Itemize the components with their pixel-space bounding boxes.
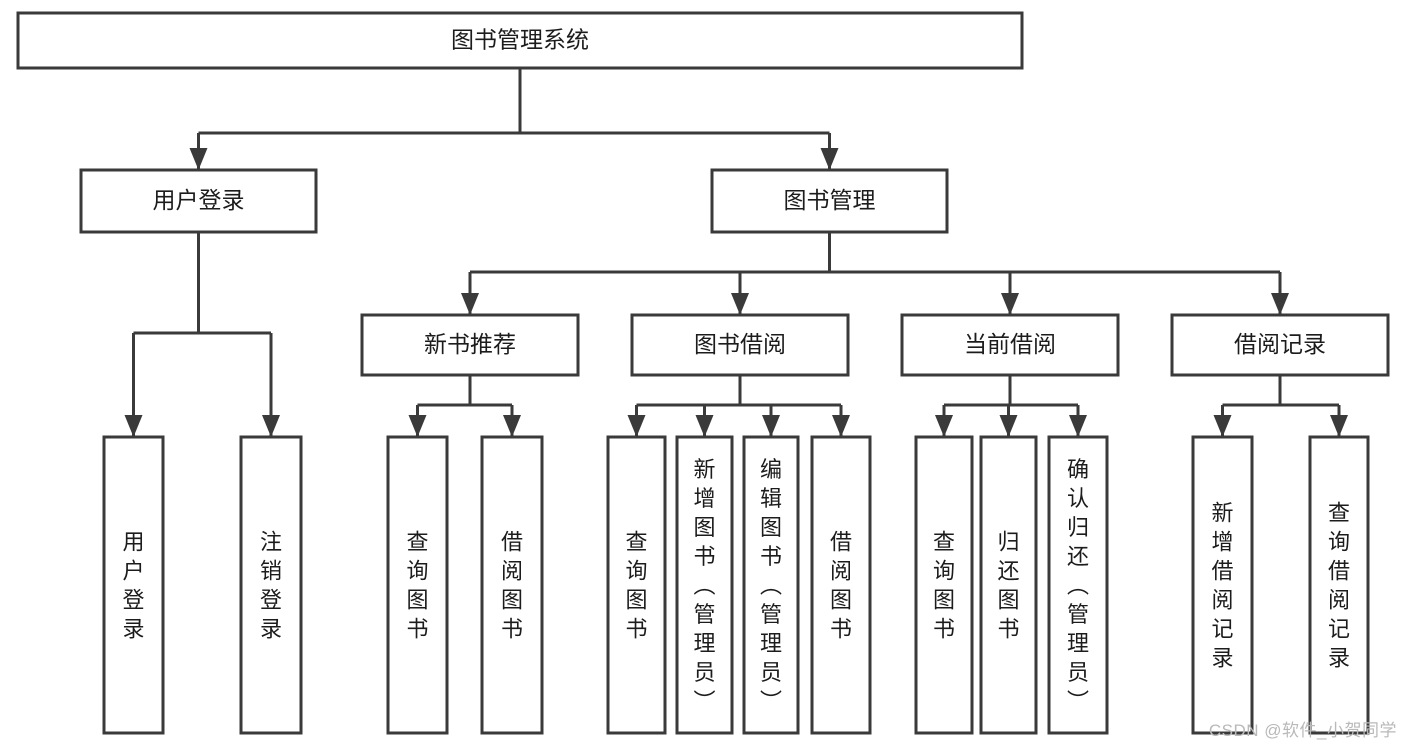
node-box[interactable] bbox=[102, 435, 165, 735]
node-label: 用户登录 bbox=[153, 187, 245, 213]
node-leaf_9[interactable]: 归还图书 bbox=[979, 435, 1038, 735]
arrow-head-icon bbox=[999, 415, 1018, 437]
arrow-head-icon bbox=[627, 415, 646, 437]
node-label: 确认归还︵管理员︶ bbox=[1067, 457, 1089, 714]
node-label: 用户登录 bbox=[122, 530, 144, 642]
node-box[interactable] bbox=[979, 435, 1038, 735]
node-leaf_5[interactable]: 新增图书︵管理员︶ bbox=[675, 435, 734, 735]
node-box[interactable] bbox=[630, 313, 850, 377]
arrow-head-icon bbox=[820, 148, 839, 170]
node-leaf_7[interactable]: 借阅图书 bbox=[810, 435, 872, 735]
node-box[interactable] bbox=[16, 11, 1024, 70]
node-box[interactable] bbox=[900, 313, 1120, 377]
node-leaf_0[interactable]: 用户登录 bbox=[102, 435, 165, 735]
node-leaf_1[interactable]: 注销登录 bbox=[239, 435, 303, 735]
node-label: 新增借阅记录 bbox=[1211, 501, 1233, 671]
arrow-head-icon bbox=[1330, 415, 1348, 437]
connector-layer bbox=[124, 68, 1348, 437]
arrow-head-icon bbox=[408, 415, 427, 437]
node-l2_1[interactable]: 图书管理 bbox=[710, 168, 949, 234]
node-label: 归还图书 bbox=[997, 530, 1019, 642]
node-leaf_12[interactable]: 查询借阅记录 bbox=[1308, 435, 1370, 735]
node-box[interactable] bbox=[79, 168, 318, 234]
node-l3_2[interactable]: 当前借阅 bbox=[900, 313, 1120, 377]
node-box[interactable] bbox=[914, 435, 974, 735]
node-box[interactable] bbox=[480, 435, 544, 735]
node-label: 新增图书︵管理员︶ bbox=[693, 457, 715, 714]
node-leaf_8[interactable]: 查询图书 bbox=[914, 435, 974, 735]
node-leaf_6[interactable]: 编辑图书︵管理员︶ bbox=[742, 435, 800, 735]
arrow-head-icon bbox=[1069, 415, 1087, 437]
node-label: 借阅图书 bbox=[501, 530, 523, 642]
node-root[interactable]: 图书管理系统 bbox=[16, 11, 1024, 70]
arrow-head-icon bbox=[124, 415, 143, 437]
arrow-head-icon bbox=[262, 415, 280, 437]
node-label: 新书推荐 bbox=[424, 331, 516, 357]
node-label: 图书管理系统 bbox=[451, 27, 589, 53]
node-box[interactable] bbox=[1047, 435, 1109, 735]
arrow-head-icon bbox=[1001, 293, 1019, 315]
node-label: 查询图书 bbox=[625, 530, 647, 642]
node-leaf_10[interactable]: 确认归还︵管理员︶ bbox=[1047, 435, 1109, 735]
node-box[interactable] bbox=[239, 435, 303, 735]
node-label: 借阅图书 bbox=[830, 530, 852, 642]
node-l2_0[interactable]: 用户登录 bbox=[79, 168, 318, 234]
node-label: 注销登录 bbox=[260, 530, 282, 642]
arrow-head-icon bbox=[189, 148, 208, 170]
node-box[interactable] bbox=[606, 435, 667, 735]
arrow-head-icon bbox=[832, 415, 850, 437]
node-l3_1[interactable]: 图书借阅 bbox=[630, 313, 850, 377]
arrow-head-icon bbox=[762, 415, 780, 437]
arrow-head-icon bbox=[1271, 293, 1289, 315]
node-label: 查询借阅记录 bbox=[1328, 501, 1350, 671]
node-leaf_11[interactable]: 新增借阅记录 bbox=[1191, 435, 1254, 735]
arrow-head-icon bbox=[695, 415, 714, 437]
node-box[interactable] bbox=[386, 435, 449, 735]
node-l3_0[interactable]: 新书推荐 bbox=[360, 313, 580, 377]
node-box[interactable] bbox=[360, 313, 580, 377]
node-box[interactable] bbox=[1170, 313, 1390, 377]
node-leaf_2[interactable]: 查询图书 bbox=[386, 435, 449, 735]
arrow-head-icon bbox=[935, 415, 953, 437]
node-box[interactable] bbox=[710, 168, 949, 234]
node-box[interactable] bbox=[810, 435, 872, 735]
node-label: 编辑图书︵管理员︶ bbox=[760, 457, 782, 714]
node-box[interactable] bbox=[742, 435, 800, 735]
node-l3_3[interactable]: 借阅记录 bbox=[1170, 313, 1390, 377]
arrow-head-icon bbox=[731, 293, 749, 315]
node-leaf_3[interactable]: 借阅图书 bbox=[480, 435, 544, 735]
node-box[interactable] bbox=[1308, 435, 1370, 735]
node-leaf_4[interactable]: 查询图书 bbox=[606, 435, 667, 735]
arrow-head-icon bbox=[503, 415, 521, 437]
node-box[interactable] bbox=[1191, 435, 1254, 735]
node-label: 图书借阅 bbox=[694, 331, 786, 357]
node-label: 图书管理 bbox=[784, 187, 876, 213]
node-label: 查询图书 bbox=[406, 530, 428, 642]
node-label: 借阅记录 bbox=[1234, 331, 1326, 357]
node-box[interactable] bbox=[675, 435, 734, 735]
arrow-head-icon bbox=[461, 293, 479, 315]
node-label: 当前借阅 bbox=[964, 331, 1056, 357]
arrow-head-icon bbox=[1213, 415, 1232, 437]
watermark-text: CSDN @软件_小贺同学 bbox=[1208, 721, 1397, 740]
node-layer: 图书管理系统用户登录图书管理新书推荐图书借阅当前借阅借阅记录用户登录注销登录查询… bbox=[16, 11, 1390, 735]
node-label: 查询图书 bbox=[933, 530, 955, 642]
